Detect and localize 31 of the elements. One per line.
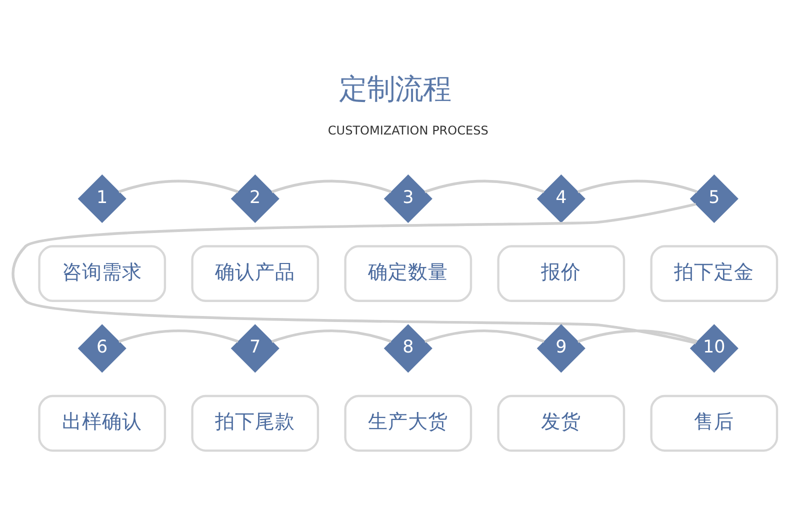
node-diamond: 1	[78, 174, 126, 223]
node-box: 拍下尾款	[191, 394, 320, 452]
node-diamond: 4	[536, 174, 586, 223]
node-diamond: 7	[230, 324, 280, 373]
connector	[118, 180, 239, 194]
node-diamond: 8	[384, 324, 432, 373]
label: CUSTOMIZATION PROCESS	[328, 124, 488, 138]
diagram-title: 定制流程	[339, 72, 451, 106]
node-box: 报价	[497, 245, 626, 302]
node-box: 生产大货	[344, 394, 472, 452]
node-diamond: 6	[78, 324, 126, 373]
connector	[424, 180, 545, 194]
connector	[271, 329, 392, 343]
connector	[577, 329, 698, 343]
node-box: 确认产品	[191, 245, 320, 302]
node-diamond: 5	[690, 174, 738, 223]
connector	[424, 329, 545, 343]
connector	[271, 180, 392, 194]
connector	[12, 202, 696, 344]
node-box: 发货	[497, 394, 626, 452]
node-diamond: 9	[536, 324, 586, 373]
node-box: 售后	[650, 394, 778, 452]
node-box: 确定数量	[344, 245, 472, 302]
connector	[118, 329, 239, 343]
node-diamond: 3	[384, 174, 432, 223]
node-diamond: 10	[690, 324, 738, 373]
node-box: 出样确认	[38, 394, 166, 452]
node-diamond: 2	[230, 174, 280, 223]
node-box: 拍下定金	[650, 245, 778, 302]
node-box: 咨询需求	[38, 245, 166, 302]
connector	[577, 180, 698, 194]
